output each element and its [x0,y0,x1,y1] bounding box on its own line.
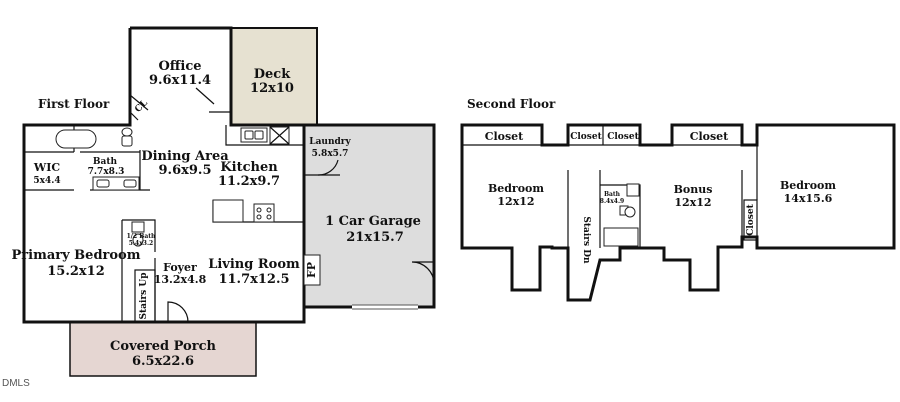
watermark: DMLS [2,378,30,389]
bath-2-size: 8.4x4.9 [600,198,624,205]
laundry-size: 5.8x5.7 [312,149,349,159]
covered-porch-label: Covered Porch [110,339,216,354]
kitchen-size: 11.2x9.7 [218,174,280,189]
dining-size: 9.6x9.5 [159,163,212,178]
closet-5-label: Closet [746,203,756,235]
bedroom-3-size: 14x15.6 [784,192,833,205]
covered-porch-area [69,321,257,377]
foyer-size: 13.2x4.8 [154,273,207,286]
stairs-down-label: Stairs Dn [581,216,591,264]
half-bath-label: 1/2 Bath [127,233,156,240]
living-room-size: 11.7x12.5 [218,272,289,287]
foyer-label: Foyer [163,261,197,274]
stairs-up-label: Stairs Up [139,273,149,320]
primary-bedroom-label: Primary Bedroom [12,248,141,263]
bedroom-2-label: Bedroom [488,182,544,195]
bath1-label: Bath [93,157,118,167]
laundry-label: Laundry [309,137,351,147]
wic-size: 5x4.4 [33,176,60,186]
garage-size: 21x15.7 [346,230,404,245]
closet-2-label: Closet [570,132,602,142]
living-room-label: Living Room [208,257,300,272]
wic-label: WIC [33,161,60,174]
bonus-label: Bonus [674,183,713,196]
bedroom-2-size: 12x12 [497,195,534,208]
primary-bedroom-size: 15.2x12 [47,264,105,279]
bonus-size: 12x12 [674,196,711,209]
office-label: Office [158,59,201,74]
first-floor-title: First Floor [38,97,110,111]
second-floor-title: Second Floor [467,97,556,111]
deck-size: 12x10 [250,81,294,96]
dining-label: Dining Area [141,149,229,164]
closet-1-label: Closet [485,130,524,143]
deck-label: Deck [254,67,291,82]
kitchen-label: Kitchen [220,160,278,175]
bath-2-label: Bath [604,191,621,198]
garage-label: 1 Car Garage [325,214,421,229]
office-size: 9.6x11.4 [149,73,211,88]
garage-area [304,125,434,307]
bedroom-3-label: Bedroom [780,179,836,192]
fireplace-label: FP [305,262,318,278]
bath1-size: 7.7x8.3 [88,167,125,177]
covered-porch-size: 6.5x22.6 [132,354,194,369]
half-bath-size: 5.4x3.2 [129,240,153,247]
deck-area [230,27,318,126]
closet-3-label: Closet [607,132,639,142]
closet-4-label: Closet [690,130,729,143]
